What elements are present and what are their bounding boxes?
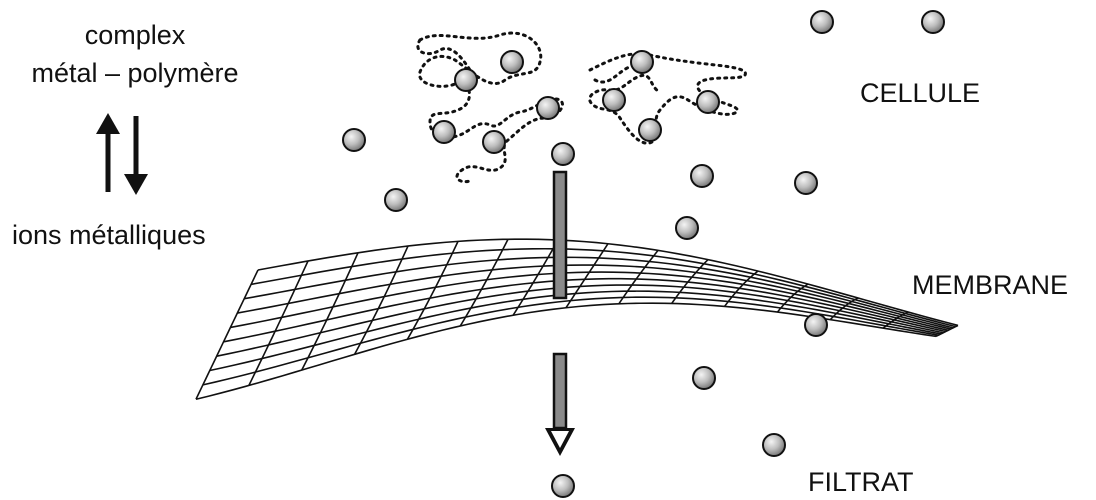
- metal-ion-icon: [483, 131, 505, 153]
- metal-ion-icon: [763, 434, 785, 456]
- metal-ion-icon: [385, 189, 407, 211]
- metal-ion-icon: [691, 165, 713, 187]
- metal-ion-icon: [603, 89, 625, 111]
- metal-ion-icon: [501, 51, 523, 73]
- metal-ion-icon: [795, 172, 817, 194]
- metal-ion-icon: [693, 367, 715, 389]
- membrane-mesh-icon: [196, 239, 958, 399]
- metal-ion-icon: [805, 314, 827, 336]
- equilibrium-arrows-icon: [96, 113, 148, 195]
- metal-ion-icon: [811, 11, 833, 33]
- metal-ion-icon: [552, 475, 574, 497]
- metal-ion-icon: [922, 11, 944, 33]
- pore-channel-icon: [545, 172, 575, 456]
- metal-ion-icon: [433, 121, 455, 143]
- metal-ion-icon: [697, 91, 719, 113]
- metal-ion-icon: [639, 119, 661, 141]
- metal-ion-icon: [631, 51, 653, 73]
- membrane-grid-line: [619, 250, 658, 303]
- membrane-grid-line: [251, 249, 955, 327]
- metal-ion-icon: [343, 129, 365, 151]
- metal-ion-icon: [455, 69, 477, 91]
- metal-ion-icon: [676, 217, 698, 239]
- metal-ion-icon: [537, 97, 559, 119]
- metal-ion-icon: [552, 143, 574, 165]
